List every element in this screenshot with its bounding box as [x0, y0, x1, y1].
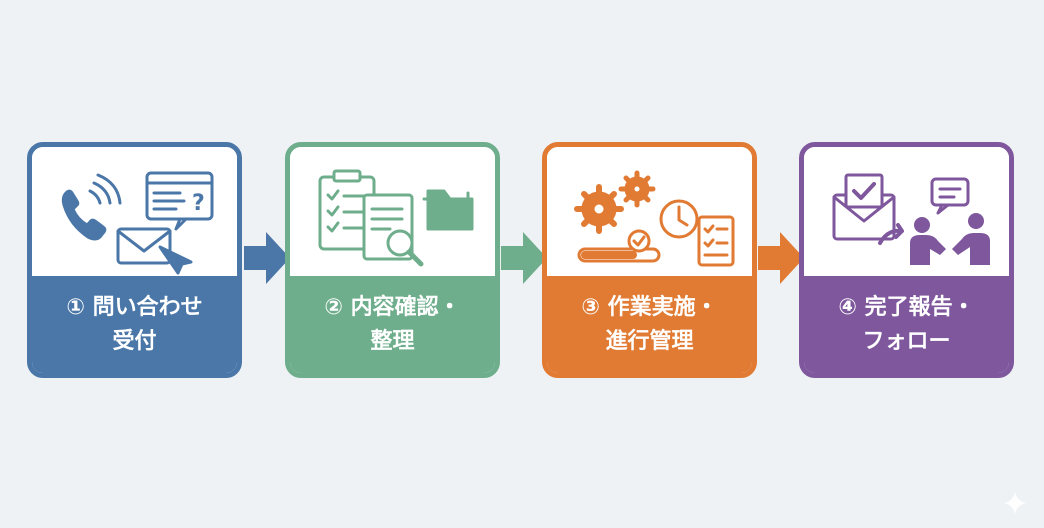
step-card-1: ? ① 問い合わせ 受付 — [27, 142, 242, 378]
cursor-icon — [158, 245, 193, 275]
step-3-title-line1: ③ 作業実施・ — [581, 294, 718, 320]
work-icons — [574, 170, 735, 267]
step-1-label: ① 問い合わせ 受付 — [32, 276, 237, 373]
step-1-title-line1: ① 問い合わせ — [66, 294, 203, 320]
envelope-icon — [116, 227, 172, 265]
step-4-title-line2: フォロー — [862, 328, 951, 354]
step-3-label: ③ 作業実施・ 進行管理 — [547, 276, 752, 373]
review-icons — [318, 169, 474, 267]
step-3-title-line2: 進行管理 — [605, 328, 694, 354]
step-2-title-line2: 整理 — [370, 328, 415, 354]
signal-waves-icon — [88, 173, 122, 205]
step-2-label: ② 内容確認・ 整理 — [290, 276, 495, 373]
forward-arrow-icon — [878, 223, 904, 245]
step-1-icon-area: ? — [32, 147, 237, 281]
check-circle-icon — [627, 229, 651, 253]
progress-bar-icon — [577, 247, 661, 263]
speech-bubble-icon — [930, 177, 970, 207]
svg-text:?: ? — [192, 191, 205, 216]
step-card-4: ④ 完了報告・ フォロー — [799, 142, 1014, 378]
sparkle-icon — [1004, 492, 1026, 514]
folder-icon — [426, 189, 474, 231]
inquiry-icons: ? — [61, 171, 214, 275]
step-4-icon-area — [804, 147, 1009, 281]
step-2-icon-area — [290, 147, 495, 281]
step-2-title-line1: ② 内容確認・ — [324, 294, 461, 320]
checklist-icon — [697, 215, 735, 267]
step-card-2: ② 内容確認・ 整理 — [285, 142, 500, 378]
step-4-title-line1: ④ 完了報告・ — [838, 294, 975, 320]
step-3-icon-area — [547, 147, 752, 281]
phone-icon — [61, 189, 107, 241]
magnifier-icon — [386, 229, 414, 257]
step-1-title-line2: 受付 — [112, 328, 157, 354]
step-4-label: ④ 完了報告・ フォロー — [804, 276, 1009, 373]
report-icons — [832, 173, 990, 265]
arrow-icon-2 — [501, 232, 547, 284]
arrow-icon-1 — [244, 232, 290, 284]
handshake-icon — [910, 213, 990, 265]
step-card-3: ③ 作業実施・ 進行管理 — [542, 142, 757, 378]
arrow-icon-3 — [758, 232, 804, 284]
